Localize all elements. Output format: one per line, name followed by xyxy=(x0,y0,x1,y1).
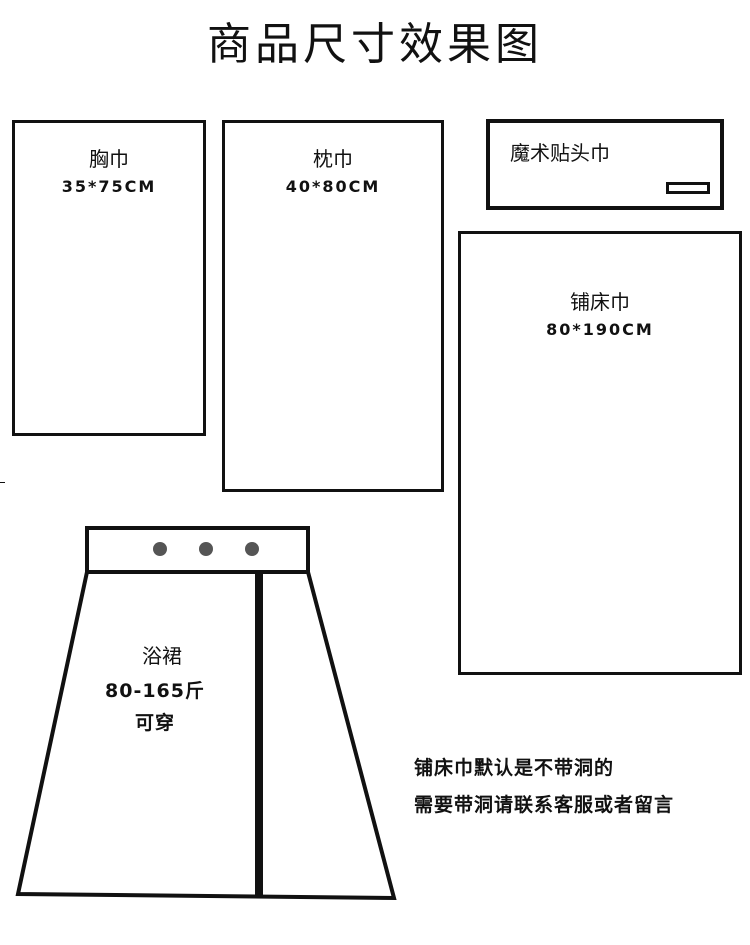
chest-towel-size: 35*75CM xyxy=(61,177,157,196)
chest-towel-box: 胸巾 35*75CM xyxy=(12,120,206,436)
page-title: 商品尺寸效果图 xyxy=(207,19,543,70)
note-line-2: 需要带洞请联系客服或者留言 xyxy=(414,794,675,816)
bedsheet-towel-box: 铺床巾 80*190CM xyxy=(458,231,742,675)
bath-skirt-size: 80-165斤 xyxy=(105,680,205,702)
pillow-towel-box: 枕巾 40*80CM xyxy=(222,120,444,492)
edge-tick xyxy=(0,482,5,483)
skirt-button-icon xyxy=(199,542,213,556)
chest-towel-label: 胸巾 xyxy=(89,147,129,171)
velcro-headband-label: 魔术贴头巾 xyxy=(510,141,610,165)
skirt-waistband xyxy=(85,526,310,574)
skirt-body xyxy=(15,570,397,901)
pillow-towel-label: 枕巾 xyxy=(313,147,353,171)
pillow-towel-size: 40*80CM xyxy=(285,177,381,196)
bath-skirt-label: 浴裙 xyxy=(142,644,182,668)
velcro-headband-box: 魔术贴头巾 xyxy=(486,119,724,210)
velcro-tab-icon xyxy=(666,182,710,194)
skirt-button-icon xyxy=(153,542,167,556)
bedsheet-towel-size: 80*190CM xyxy=(546,320,654,339)
skirt-button-icon xyxy=(245,542,259,556)
bedsheet-towel-label: 铺床巾 xyxy=(570,290,630,314)
bath-skirt-drawing xyxy=(15,526,397,901)
note-line-1: 铺床巾默认是不带洞的 xyxy=(414,757,615,779)
bath-skirt-note: 可穿 xyxy=(134,712,175,734)
